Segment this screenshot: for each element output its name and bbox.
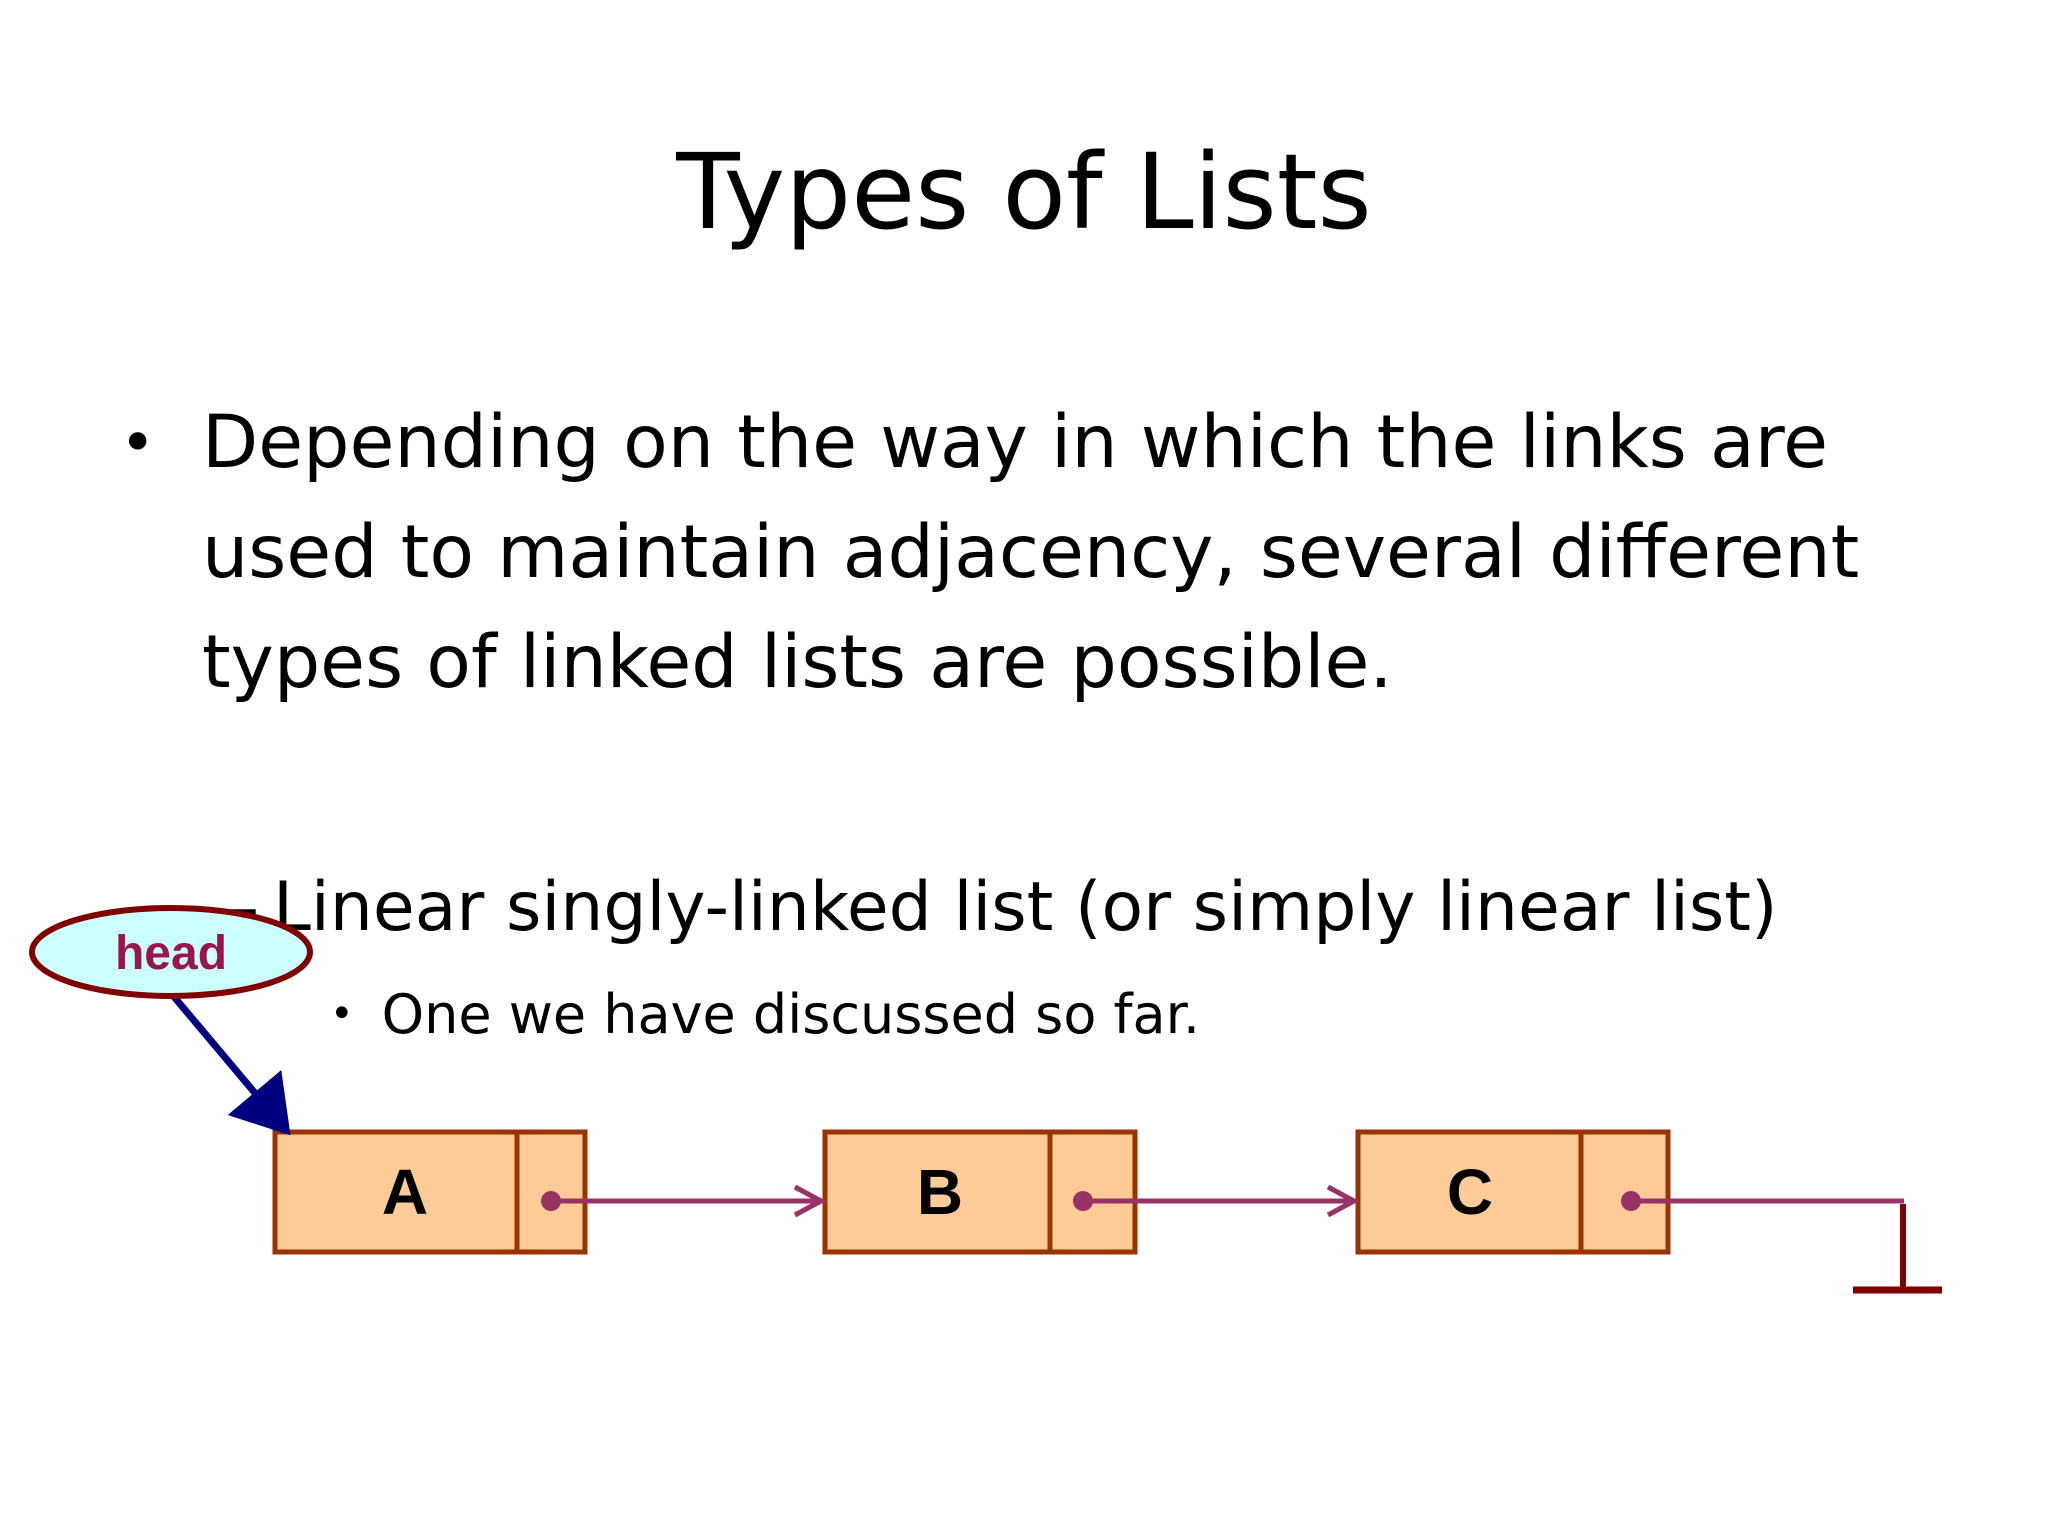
link-c-to-null [1621,1191,1904,1211]
bullet-level-2-text: Linear singly-linked list (or simply lin… [273,868,1778,947]
node-b: B [822,1129,1138,1255]
link-a-origin-dot [541,1191,561,1211]
node-a-data-cell [272,1129,520,1255]
null-terminator-icon [1853,1204,1942,1294]
bullet-level-3-text: One we have discussed so far. [381,983,1201,1046]
link-b-to-c [1073,1184,1360,1218]
node-c-data-cell [1355,1129,1584,1255]
bullet-level-2: –Linear singly-linked list (or simply li… [225,858,1778,958]
link-a-arrowhead [793,1184,827,1218]
head-pointer-arrow [167,989,291,1136]
link-b-arrowhead [1326,1184,1360,1218]
link-a-to-b [541,1184,827,1218]
node-a-pointer-cell [514,1129,588,1255]
node-a-label: A [382,1156,428,1228]
node-c: C [1355,1129,1671,1255]
bullet-level-1-text: Depending on the way in which the links … [202,400,1860,705]
head-label: head [115,927,227,980]
node-b-label: B [917,1156,963,1228]
node-a: A [272,1129,588,1255]
bullet-dot: • [120,408,156,478]
node-c-pointer-cell [1578,1129,1671,1255]
bullet-level-3: • One we have discussed so far. [330,975,1200,1060]
link-c-origin-dot [1621,1191,1641,1211]
node-c-label: C [1447,1156,1493,1228]
node-b-data-cell [822,1129,1053,1255]
node-b-pointer-cell [1047,1129,1138,1255]
link-b-origin-dot [1073,1191,1093,1211]
bullet-dash: – [225,868,259,947]
bullet-dot-small: • [330,991,354,1037]
slide-title: Types of Lists [676,131,1372,253]
